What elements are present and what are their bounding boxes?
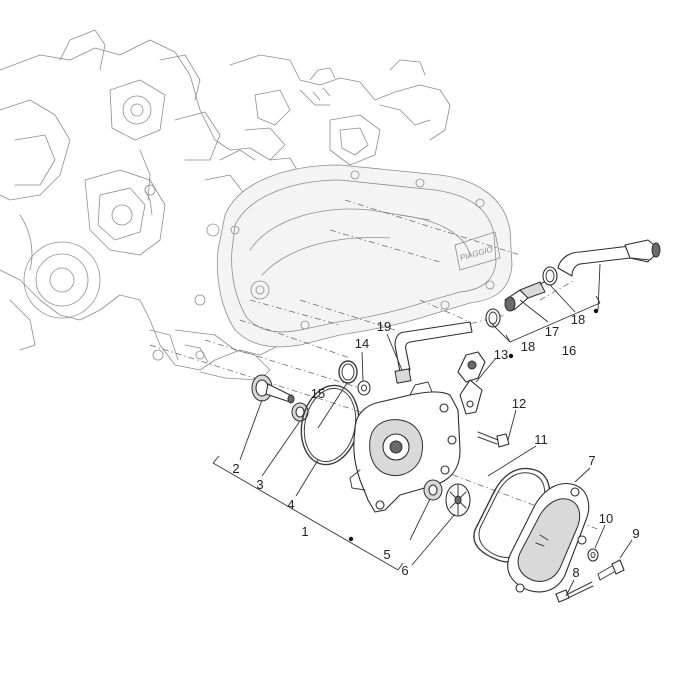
- callout-12: 12: [512, 396, 526, 411]
- coolant-pipe-small: [394, 321, 473, 384]
- hose-clamp-lower: [485, 308, 501, 328]
- callout-8: 8: [572, 565, 579, 580]
- water-pump-housing: [349, 381, 461, 513]
- callout-14: 14: [355, 336, 369, 351]
- screw-8: [555, 581, 594, 603]
- bolt-12: [477, 431, 510, 448]
- callout-11: 11: [534, 432, 548, 447]
- callout-4: 4: [287, 497, 294, 512]
- callout-6: 6: [401, 563, 408, 578]
- callout-1: 1: [301, 524, 308, 539]
- callout-13: 13: [494, 347, 508, 362]
- callout-10: 10: [599, 511, 613, 526]
- impeller: [445, 483, 471, 517]
- callout-7: 7: [588, 453, 595, 468]
- callout-18-upper: 18: [571, 312, 585, 327]
- callout-5: 5: [383, 547, 390, 562]
- mechanical-seal: [423, 479, 443, 501]
- callout-17: 17: [545, 324, 559, 339]
- callout-9: 9: [632, 526, 639, 541]
- callout-16: 16: [562, 343, 576, 358]
- copper-washer: [587, 548, 599, 562]
- temperature-sensor: [457, 351, 486, 415]
- callout-2: 2: [232, 461, 239, 476]
- engine-block: PIAGGIO: [0, 29, 513, 381]
- hose-clamp-upper: [542, 266, 558, 286]
- water-pump-cover: [507, 483, 590, 593]
- callout-labels: 1 2 3 4 5 6 7 8 9 10 11 12 13 14 15 16 1…: [232, 312, 639, 580]
- pump-shaft: [251, 374, 295, 404]
- coolant-hose-upper: [557, 239, 661, 277]
- hose-fitting: [504, 279, 549, 312]
- sealing-washer: [357, 380, 371, 396]
- reference-dots: [348, 308, 599, 542]
- screw-9: [597, 559, 625, 581]
- oil-seal: [291, 402, 309, 422]
- callout-3: 3: [256, 477, 263, 492]
- leader-lines: [212, 263, 633, 597]
- callout-19: 19: [377, 319, 391, 334]
- o-ring-small: [338, 360, 358, 384]
- callout-18-lower: 18: [521, 339, 535, 354]
- callout-15: 15: [311, 386, 325, 401]
